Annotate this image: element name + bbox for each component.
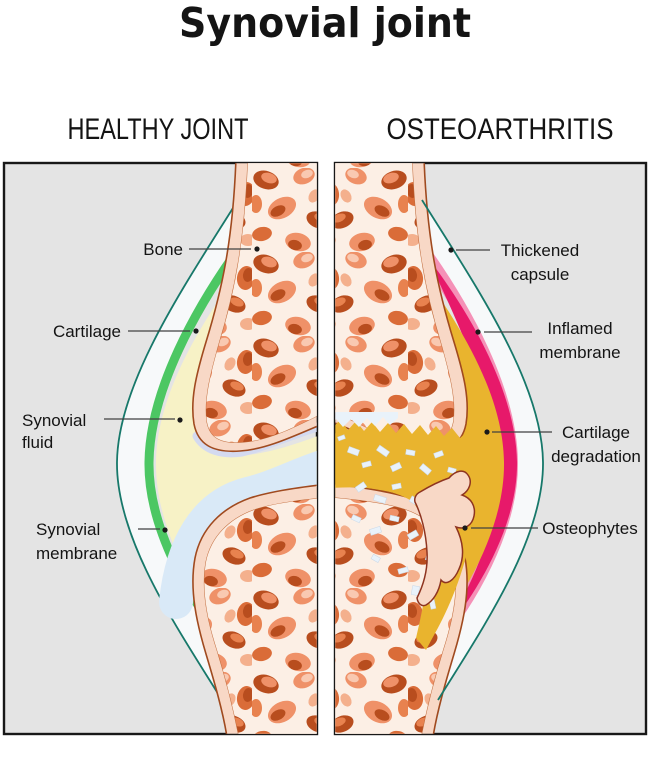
label-bone: Bone (143, 240, 183, 259)
pointer-dot-osteophytes (462, 525, 468, 531)
osteoarthritis-labels: Thickened capsule Inflamed membrane Cart… (448, 241, 641, 538)
label-cartilage-degradation-line1: Cartilage (562, 423, 630, 442)
label-inflamed-membrane-line1: Inflamed (547, 319, 612, 338)
pointer-dot-inflamed-membrane (475, 329, 481, 335)
label-inflamed-membrane-line2: membrane (539, 343, 620, 362)
label-synovial-fluid-line2: fluid (22, 433, 53, 452)
label-cartilage: Cartilage (53, 322, 121, 341)
label-thickened-capsule-line1: Thickened (501, 241, 579, 260)
pointer-dot-synovial-fluid (177, 417, 183, 423)
cartilage-lower-condyle (159, 451, 317, 619)
healthy-joint-illustration (116, 163, 317, 734)
label-thickened-capsule-line2: capsule (511, 265, 570, 284)
pointer-dot-cartilage-degradation (484, 429, 490, 435)
healthy-joint-labels: Bone Cartilage Synovial fluid Synovial m… (22, 240, 260, 563)
label-synovial-membrane-line2: membrane (36, 544, 117, 563)
pointer-dot-cartilage (193, 328, 199, 334)
pointer-dot-thickened-capsule (448, 247, 454, 253)
osteoarthritis-header: OSTEOARTHRITIS (387, 113, 614, 146)
label-osteophytes: Osteophytes (542, 519, 637, 538)
eroded-cartilage-edge (335, 412, 398, 427)
osteophyte-bone-spur (414, 470, 476, 607)
osteoarthritis-joint-illustration (335, 163, 544, 734)
inflamed-membrane (428, 258, 518, 648)
label-cartilage-degradation-line2: degradation (551, 447, 641, 466)
label-synovial-fluid-line1: Synovial (22, 411, 86, 430)
healthy-joint-header: HEALTHY JOINT (68, 113, 249, 146)
page-title: Synovial joint (179, 0, 471, 47)
pointer-dot-bone (254, 246, 260, 252)
pointer-dot-synovial-membrane (162, 527, 168, 533)
cartilage-degradation-zone (335, 420, 478, 650)
label-synovial-membrane-line1: Synovial (36, 520, 100, 539)
